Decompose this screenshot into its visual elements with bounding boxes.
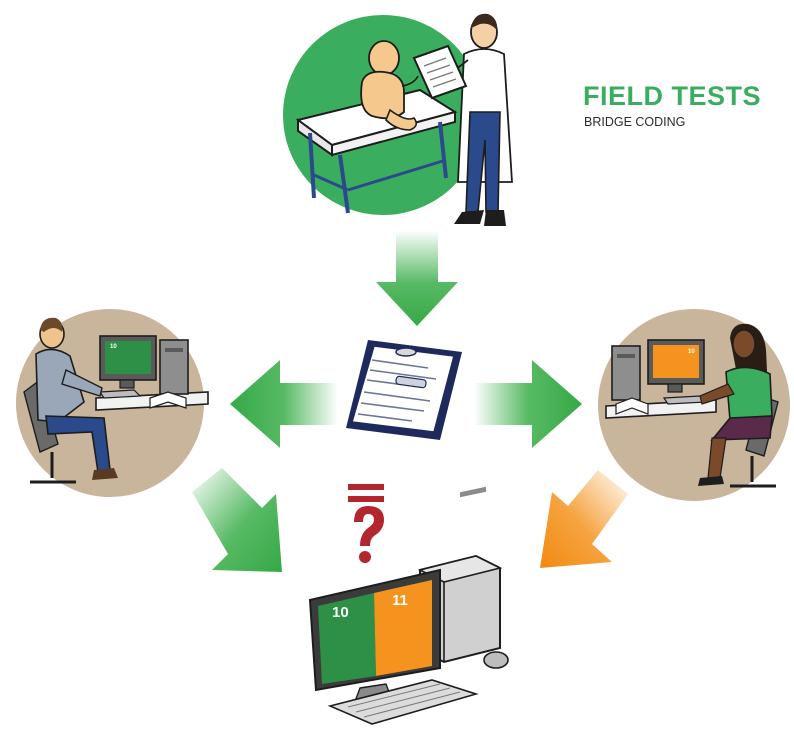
doctor [412, 13, 513, 226]
arrow-left-coder-to-computer [192, 468, 282, 572]
question-mark-glyph [354, 506, 384, 546]
arrow-left-to-coder [230, 360, 338, 448]
page-title: FIELD TESTS [583, 81, 762, 111]
coder-right-scene [598, 309, 790, 501]
compare-symbol [348, 484, 384, 563]
equals-bar-top [348, 484, 384, 490]
coder-right-screen [653, 345, 699, 378]
arrow-right-coder-to-computer [540, 470, 628, 568]
patient-record-icon [346, 340, 462, 440]
final-left-code: 10 [332, 604, 349, 621]
arrow-right-to-coder [474, 360, 582, 448]
final-computer [308, 486, 509, 725]
coder-left-screen-code: 10 [110, 344, 117, 350]
final-screen-left [318, 593, 376, 684]
doctor-examination-scene [283, 13, 513, 226]
baby-patient [360, 40, 419, 131]
arrow-down-to-record [376, 230, 458, 326]
coder-left-screen [105, 341, 151, 374]
question-mark-dot [359, 551, 371, 563]
coder-right-screen-code: 10 [688, 349, 695, 355]
final-screen-right [374, 580, 432, 676]
page-subtitle: BRIDGE CODING [584, 115, 686, 129]
equals-bar-bottom [348, 496, 384, 502]
final-right-code: 11 [392, 592, 408, 609]
coder-left-scene [16, 309, 209, 497]
